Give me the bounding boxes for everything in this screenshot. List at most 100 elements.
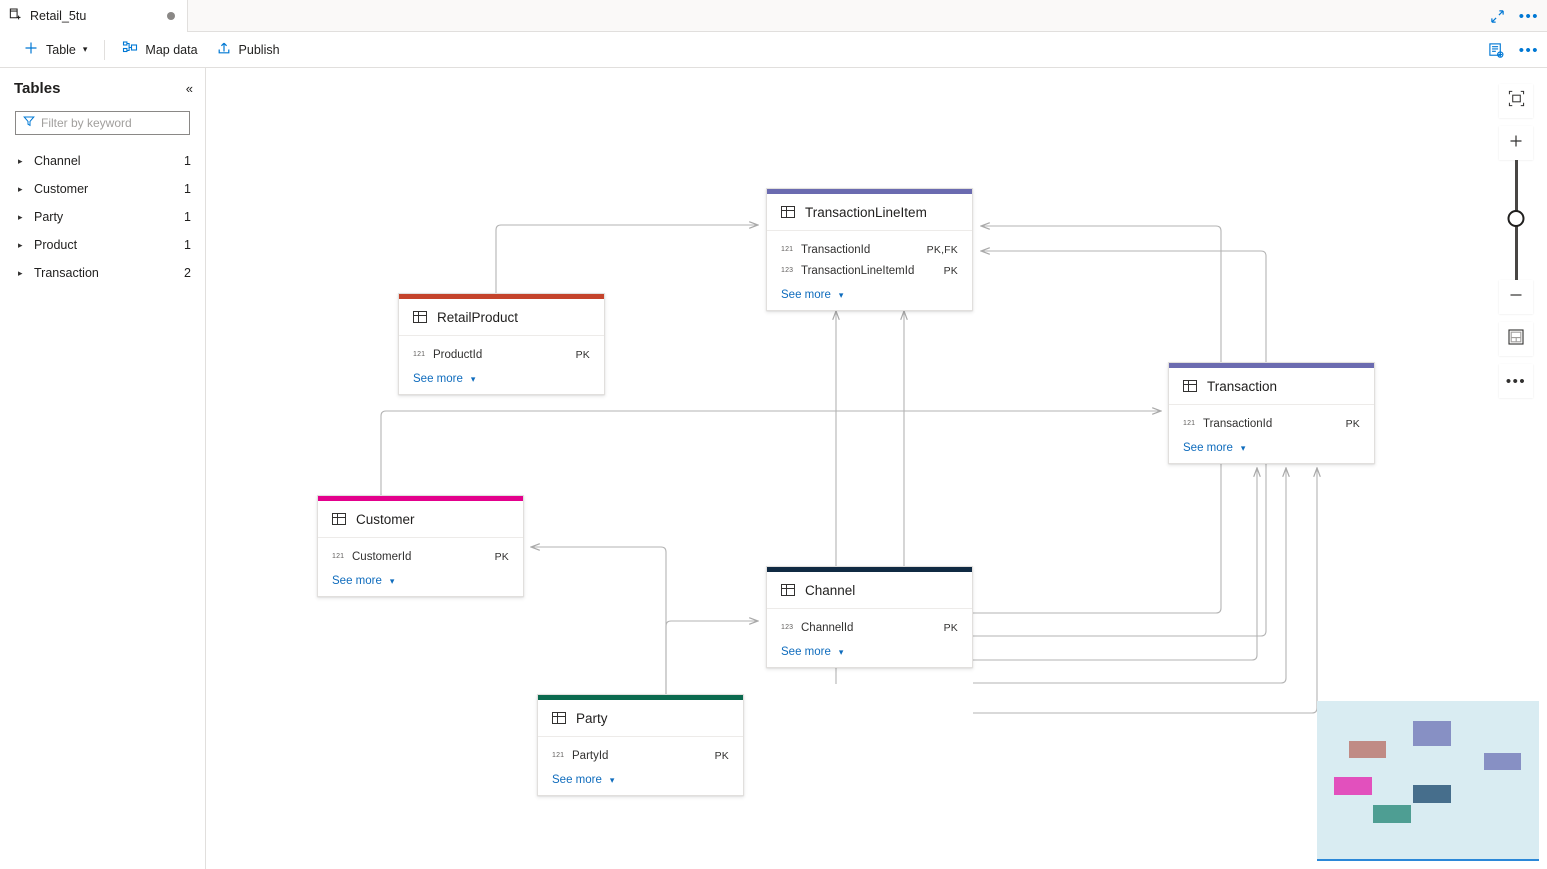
entity-color-bar (767, 189, 972, 194)
add-table-button[interactable]: Table ▾ (14, 36, 96, 64)
chevron-right-icon[interactable]: ▸ (18, 239, 23, 250)
sidebar-item-label: Channel (34, 154, 81, 168)
field-type-icon: 121 (1183, 420, 1196, 427)
field-name: TransactionId (801, 243, 871, 256)
sidebar-item-label: Customer (34, 182, 89, 196)
see-more-button[interactable]: See more ▾ (318, 567, 523, 587)
field-row[interactable]: 121 ProductId PK (399, 344, 604, 365)
filter-by-keyword-field[interactable] (15, 111, 190, 135)
field-key-badge: PK (494, 550, 509, 563)
field-name: TransactionId (1203, 417, 1273, 430)
canvas-minimap[interactable] (1317, 701, 1539, 861)
search-input[interactable] (41, 116, 171, 130)
database-add-icon (8, 6, 23, 26)
entity-header: Channel (767, 572, 972, 609)
sidebar-item-count: 1 (184, 154, 191, 168)
entity-card-channel[interactable]: Channel 123 ChannelId PK See more ▾ (766, 566, 973, 668)
field-row[interactable]: 123 ChannelId PK (767, 617, 972, 638)
fit-to-screen-button[interactable] (1499, 84, 1533, 118)
properties-gear-icon[interactable] (1488, 42, 1505, 59)
canvas-more-button[interactable]: ••• (1499, 364, 1533, 398)
sidebar-item-transaction[interactable]: ▸ Transaction 2 (0, 259, 205, 287)
tab-more-icon[interactable]: ••• (1518, 7, 1539, 25)
relationship-edges (380, 68, 1547, 728)
chevron-right-icon[interactable]: ▸ (18, 155, 23, 166)
sidebar-item-label: Product (34, 238, 78, 252)
field-type-icon: 123 (781, 624, 794, 631)
entity-card-transactionlineitem[interactable]: TransactionLineItem 121 TransactionId PK… (766, 188, 973, 311)
entity-card-transaction[interactable]: Transaction 121 TransactionId PK See mor… (1168, 362, 1375, 464)
sidebar-item-count: 1 (184, 238, 191, 252)
see-more-button[interactable]: See more ▾ (538, 766, 743, 786)
sidebar-item-channel[interactable]: ▸ Channel 1 (0, 147, 205, 175)
more-horizontal-icon: ••• (1505, 372, 1527, 390)
entity-name: TransactionLineItem (805, 204, 927, 220)
minus-icon (1508, 287, 1524, 308)
entity-fields: 123 ChannelId PK See more ▾ (767, 609, 972, 667)
entity-card-customer[interactable]: Customer 121 CustomerId PK See more ▾ (317, 495, 524, 597)
field-row[interactable]: 121 CustomerId PK (318, 546, 523, 567)
entity-fields: 121 TransactionId PK,FK 123 TransactionL… (767, 231, 972, 310)
map-data-button[interactable]: Map data (113, 36, 206, 64)
field-type-icon: 121 (781, 246, 794, 253)
toolbar-right-actions: ••• (1488, 32, 1539, 68)
zoom-slider[interactable] (1499, 160, 1533, 280)
minimap-rect-transactionlineitem (1413, 721, 1451, 746)
field-name: ChannelId (801, 621, 854, 634)
publish-button[interactable]: Publish (207, 36, 289, 64)
chevron-down-icon: ▾ (82, 44, 88, 54)
field-row[interactable]: 121 TransactionId PK,FK (767, 239, 972, 260)
sidebar-item-product[interactable]: ▸ Product 1 (0, 231, 205, 259)
zoom-slider-handle[interactable] (1507, 210, 1525, 227)
chevron-right-icon[interactable]: ▸ (18, 183, 23, 194)
entity-header: Customer (318, 501, 523, 538)
chevron-down-icon: ▾ (389, 575, 395, 586)
minimap-rect-party (1373, 805, 1411, 823)
sidebar-item-count: 1 (184, 182, 191, 196)
edge-retailproduct-transactionlineitem (495, 225, 758, 298)
entity-card-party[interactable]: Party 121 PartyId PK See more ▾ (537, 694, 744, 796)
entity-fields: 121 CustomerId PK See more ▾ (318, 538, 523, 596)
field-key-badge: PK (943, 264, 958, 277)
entity-card-retailproduct[interactable]: RetailProduct 121 ProductId PK See more … (398, 293, 605, 395)
filter-icon (23, 114, 35, 132)
field-key-badge: PK (1345, 417, 1360, 430)
map-data-icon (122, 40, 138, 59)
chevron-down-icon: ▾ (1240, 442, 1246, 453)
sidebar-item-count: 1 (184, 210, 191, 224)
see-more-button[interactable]: See more ▾ (399, 365, 604, 385)
entity-name: Channel (805, 582, 856, 598)
chevron-right-icon[interactable]: ▸ (18, 211, 23, 222)
expand-diagonal-icon[interactable] (1490, 9, 1505, 24)
see-more-button[interactable]: See more ▾ (1169, 434, 1374, 454)
minimap-toggle-button[interactable] (1499, 322, 1533, 356)
see-more-button[interactable]: See more ▾ (767, 638, 972, 658)
field-row[interactable]: 121 TransactionId PK (1169, 413, 1374, 434)
command-toolbar: Table ▾ Map data Publish (0, 32, 1547, 68)
field-row[interactable]: 121 PartyId PK (538, 745, 743, 766)
chevron-right-icon[interactable]: ▸ (18, 267, 23, 278)
see-more-label: See more (781, 289, 831, 301)
tables-tree: ▸ Channel 1 ▸ Customer 1 ▸ Party 1 ▸ Pro… (0, 147, 205, 287)
chevron-down-icon: ▾ (609, 774, 615, 785)
minimap-rect-channel (1413, 785, 1451, 803)
field-type-icon: 121 (332, 553, 345, 560)
field-row[interactable]: 123 TransactionLineItemId PK (767, 260, 972, 281)
erd-canvas[interactable]: TransactionLineItem 121 TransactionId PK… (206, 68, 1547, 869)
see-more-label: See more (1183, 442, 1233, 454)
see-more-button[interactable]: See more ▾ (767, 281, 972, 301)
sidebar-item-party[interactable]: ▸ Party 1 (0, 203, 205, 231)
sidebar-item-customer[interactable]: ▸ Customer 1 (0, 175, 205, 203)
toolbar-more-icon[interactable]: ••• (1518, 41, 1539, 59)
zoom-in-button[interactable] (1499, 126, 1533, 160)
see-more-label: See more (332, 575, 382, 587)
field-name: CustomerId (352, 550, 412, 563)
table-icon (332, 513, 346, 525)
entity-header: Party (538, 700, 743, 737)
entity-name: Customer (356, 511, 415, 527)
zoom-out-button[interactable] (1499, 280, 1533, 314)
tab-retail-5tu[interactable]: Retail_5tu (0, 0, 188, 32)
chevron-double-left-icon[interactable]: « (185, 81, 193, 96)
entity-color-bar (767, 567, 972, 572)
